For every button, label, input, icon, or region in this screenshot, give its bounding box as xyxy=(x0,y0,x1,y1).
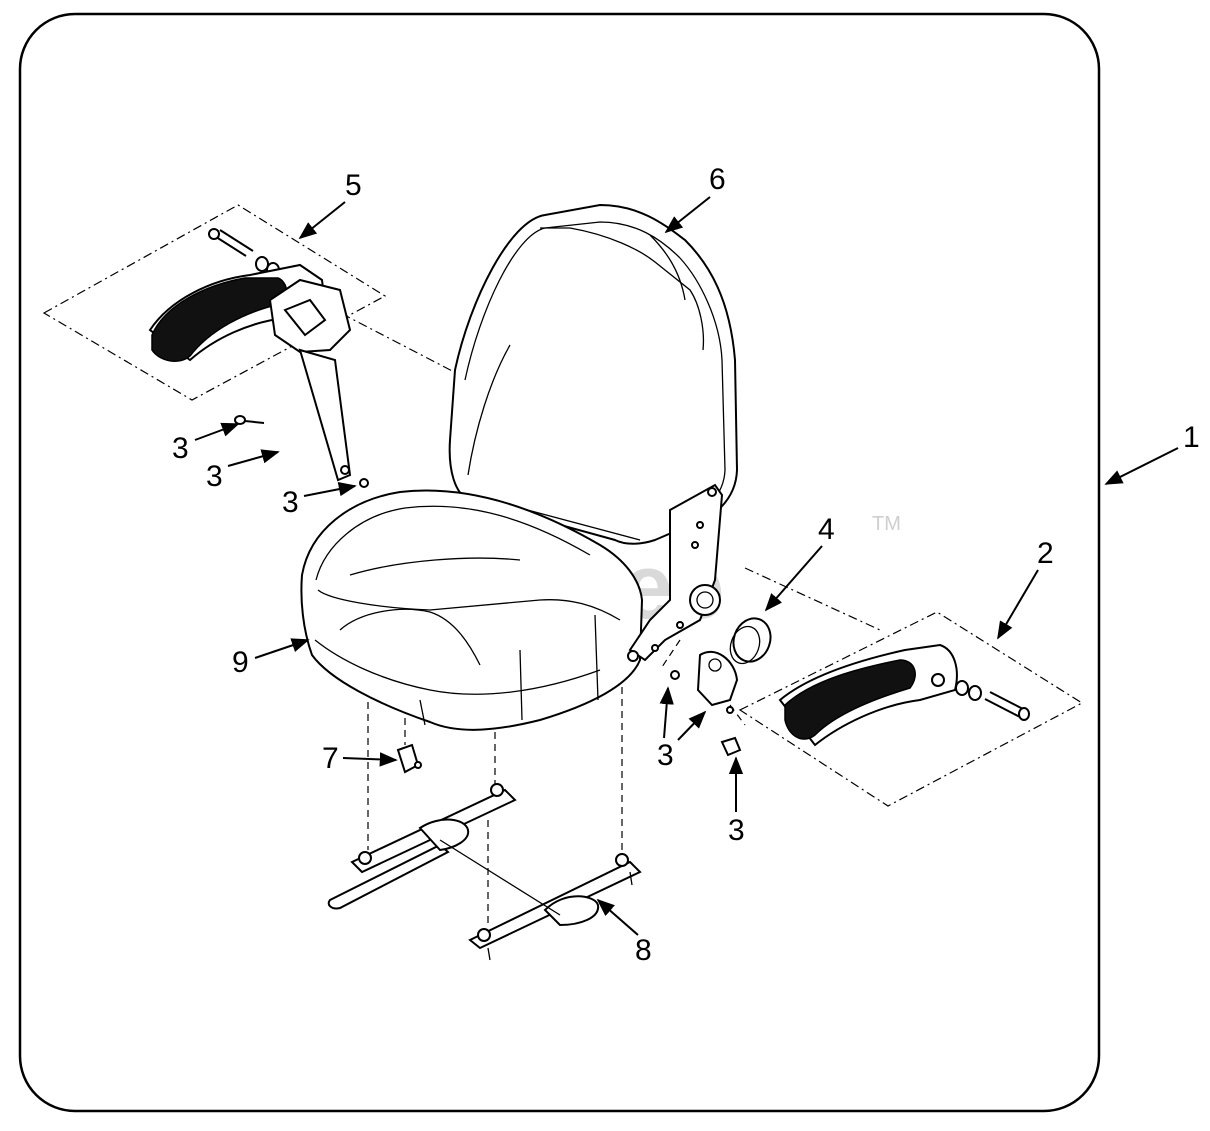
svg-text:2: 2 xyxy=(1037,537,1054,570)
svg-text:5: 5 xyxy=(345,169,362,202)
callout-3-d: 3 xyxy=(657,686,674,772)
callout-7: 7 xyxy=(322,742,398,775)
seat-belt-bracket-left xyxy=(234,278,369,488)
callout-2: 2 xyxy=(997,537,1054,640)
seat-cushion xyxy=(300,489,644,731)
callout-5: 5 xyxy=(298,169,362,240)
svg-text:9: 9 xyxy=(232,646,249,679)
svg-text:3: 3 xyxy=(172,432,189,465)
seat-switch xyxy=(396,743,422,774)
seat-belt-buckle-right xyxy=(670,650,742,757)
armrest-kit-left-box xyxy=(42,204,387,401)
armrest-right xyxy=(778,643,1030,747)
svg-text:1: 1 xyxy=(1183,421,1200,454)
recliner-knob xyxy=(729,617,772,665)
svg-text:6: 6 xyxy=(709,163,726,196)
watermark-trademark: TM xyxy=(872,513,901,535)
callout-3-f: 3 xyxy=(728,756,745,847)
seat-slide-rails xyxy=(327,783,642,961)
callout-6: 6 xyxy=(664,163,726,234)
svg-text:4: 4 xyxy=(818,513,835,546)
callout-4: 4 xyxy=(764,513,835,612)
callout-9: 9 xyxy=(232,638,310,679)
svg-text:3: 3 xyxy=(728,814,745,847)
callout-3-e: 3 xyxy=(677,710,707,741)
callout-8: 8 xyxy=(596,898,652,967)
svg-text:3: 3 xyxy=(206,460,223,493)
svg-text:7: 7 xyxy=(322,742,339,775)
callout-3-c: 3 xyxy=(282,482,357,519)
recliner-bracket xyxy=(627,483,724,662)
svg-text:8: 8 xyxy=(635,934,652,967)
callout-1: 1 xyxy=(1104,421,1200,485)
svg-text:3: 3 xyxy=(282,486,299,519)
armrest-kit-right-box xyxy=(738,611,1084,807)
callout-3-b: 3 xyxy=(206,449,280,493)
callout-3-a: 3 xyxy=(172,422,240,465)
svg-text:3: 3 xyxy=(657,739,674,772)
